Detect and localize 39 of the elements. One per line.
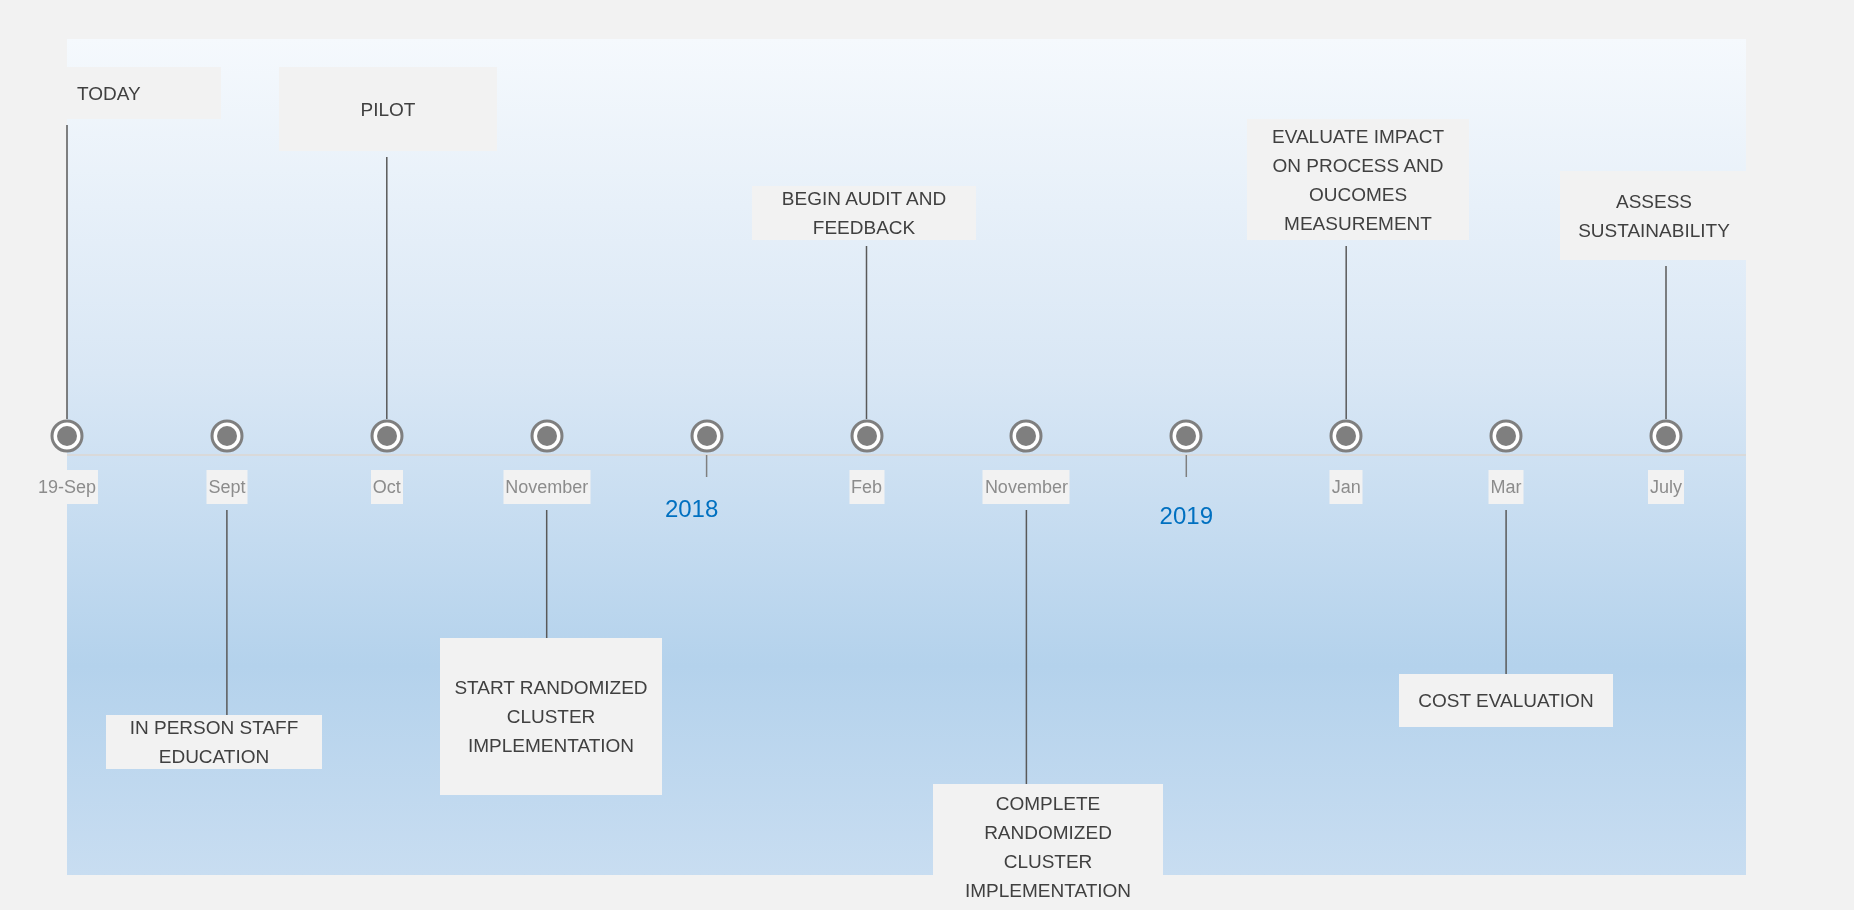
timeline-marker xyxy=(1649,419,1683,453)
milestone-box: START RANDOMIZED CLUSTER IMPLEMENTATION xyxy=(440,638,662,795)
milestone-box: ASSESS SUSTAINABILITY xyxy=(1560,171,1748,260)
milestone-box: EVALUATE IMPACT ON PROCESS AND OUCOMES MEASUREMENT xyxy=(1247,119,1469,240)
date-label: Sept xyxy=(206,470,248,504)
date-label: Mar xyxy=(1488,470,1524,504)
timeline-marker xyxy=(1009,419,1044,453)
timeline-marker xyxy=(1169,419,1204,453)
timeline-marker xyxy=(209,419,244,453)
timeline-marker xyxy=(849,419,884,453)
timeline-marker xyxy=(689,419,724,453)
timeline-marker xyxy=(369,419,404,453)
date-label: July xyxy=(1648,470,1684,504)
milestone-box: PILOT xyxy=(279,67,497,151)
leader-line xyxy=(865,245,868,420)
year-label: 2019 xyxy=(1159,501,1213,531)
milestone-box: COST EVALUATION xyxy=(1399,674,1613,727)
leader-line xyxy=(545,509,548,639)
leader-line xyxy=(66,124,68,420)
date-label: 19-Sep xyxy=(36,470,98,504)
date-label: Jan xyxy=(1329,470,1363,504)
milestone-box: BEGIN AUDIT AND FEEDBACK xyxy=(752,186,976,240)
leader-line xyxy=(1505,509,1507,675)
milestone-box: TODAY xyxy=(67,67,221,119)
leader-line xyxy=(386,156,388,420)
milestone-box: IN PERSON STAFF EDUCATION xyxy=(106,715,322,769)
year-label: 2018 xyxy=(664,494,719,524)
timeline-marker xyxy=(529,419,564,453)
leader-line xyxy=(1665,265,1667,420)
date-label: November xyxy=(503,470,591,504)
date-label: Oct xyxy=(370,470,403,504)
timeline-marker xyxy=(1489,419,1524,453)
date-label: November xyxy=(982,470,1070,504)
date-label: Feb xyxy=(849,470,884,504)
timeline-marker xyxy=(50,419,84,453)
timeline-marker xyxy=(1329,419,1364,453)
leader-line xyxy=(1345,245,1347,420)
leader-line xyxy=(226,509,228,716)
leader-line xyxy=(1025,509,1028,785)
